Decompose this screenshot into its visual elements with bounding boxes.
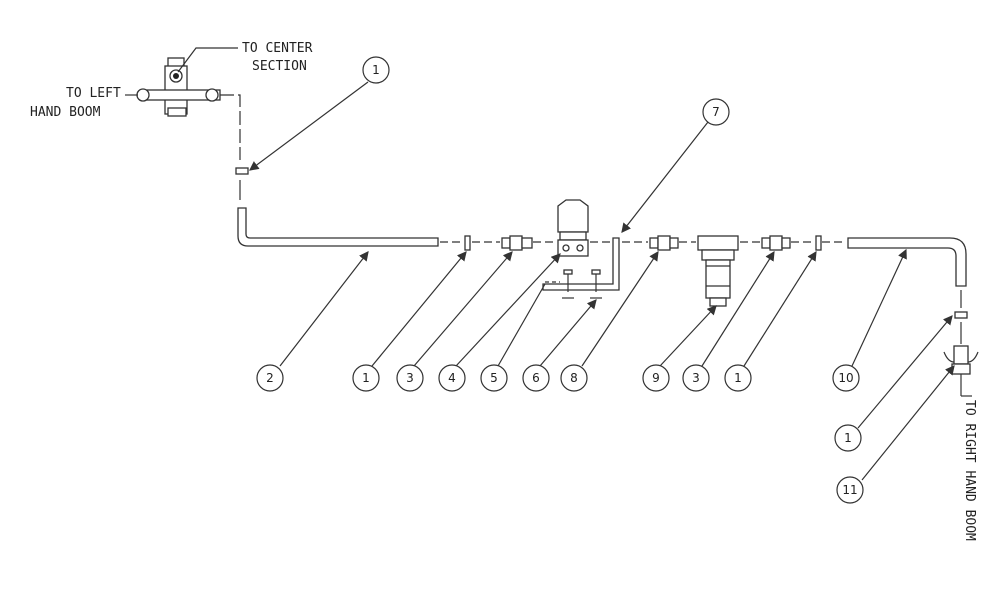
boom-valve-assembly bbox=[136, 57, 221, 117]
callout-1-c: 1 bbox=[834, 424, 862, 452]
callout-4: 4 bbox=[438, 364, 466, 392]
svg-text:1: 1 bbox=[362, 371, 370, 385]
clamp-1b bbox=[815, 235, 822, 251]
callout-1-a: 1 bbox=[352, 364, 380, 392]
svg-text:6: 6 bbox=[532, 371, 540, 385]
svg-text:9: 9 bbox=[652, 371, 660, 385]
control-valve bbox=[557, 199, 589, 257]
svg-text:1: 1 bbox=[372, 63, 380, 77]
svg-text:11: 11 bbox=[842, 483, 857, 497]
to-left-label-1: TO LEFT bbox=[66, 86, 121, 101]
fitting-3a bbox=[501, 235, 533, 251]
callout-10: 10 bbox=[832, 364, 860, 392]
to-center-label-2: SECTION bbox=[252, 59, 307, 74]
svg-text:3: 3 bbox=[692, 371, 700, 385]
svg-text:7: 7 bbox=[712, 105, 720, 119]
bolts bbox=[562, 269, 602, 299]
svg-text:2: 2 bbox=[266, 371, 274, 385]
mount-bracket bbox=[542, 237, 620, 291]
clamp-1a bbox=[464, 235, 471, 251]
to-left-label-2: HAND BOOM bbox=[30, 105, 101, 120]
callout-8: 8 bbox=[560, 364, 588, 392]
svg-text:4: 4 bbox=[448, 371, 456, 385]
svg-text:1: 1 bbox=[734, 371, 742, 385]
boom-end-fitting bbox=[943, 345, 979, 375]
center-section-leader bbox=[177, 47, 238, 73]
svg-text:3: 3 bbox=[406, 371, 414, 385]
clamp-1c bbox=[954, 311, 968, 319]
svg-text:5: 5 bbox=[490, 371, 498, 385]
svg-text:8: 8 bbox=[570, 371, 578, 385]
right-elbow-hose bbox=[847, 237, 967, 287]
callout-3-a: 3 bbox=[396, 364, 424, 392]
to-center-label-1: TO CENTER bbox=[242, 41, 313, 56]
callout-5: 5 bbox=[480, 364, 508, 392]
fitting-3b bbox=[761, 235, 791, 251]
svg-text:1: 1 bbox=[844, 431, 852, 445]
line-strainer bbox=[697, 235, 739, 307]
callout-11: 11 bbox=[836, 476, 864, 504]
callout-6: 6 bbox=[522, 364, 550, 392]
fitting-8 bbox=[649, 235, 679, 251]
callout-1-b: 1 bbox=[724, 364, 752, 392]
to-right-label: TO RIGHT HAND BOOM bbox=[962, 400, 977, 541]
callout-7: 7 bbox=[702, 98, 730, 126]
svg-text:10: 10 bbox=[838, 371, 853, 385]
callout-3-b: 3 bbox=[682, 364, 710, 392]
callout-2: 2 bbox=[256, 364, 284, 392]
left-elbow-hose bbox=[237, 207, 439, 247]
callout-9: 9 bbox=[642, 364, 670, 392]
callout-1-top: 1 bbox=[362, 56, 390, 84]
